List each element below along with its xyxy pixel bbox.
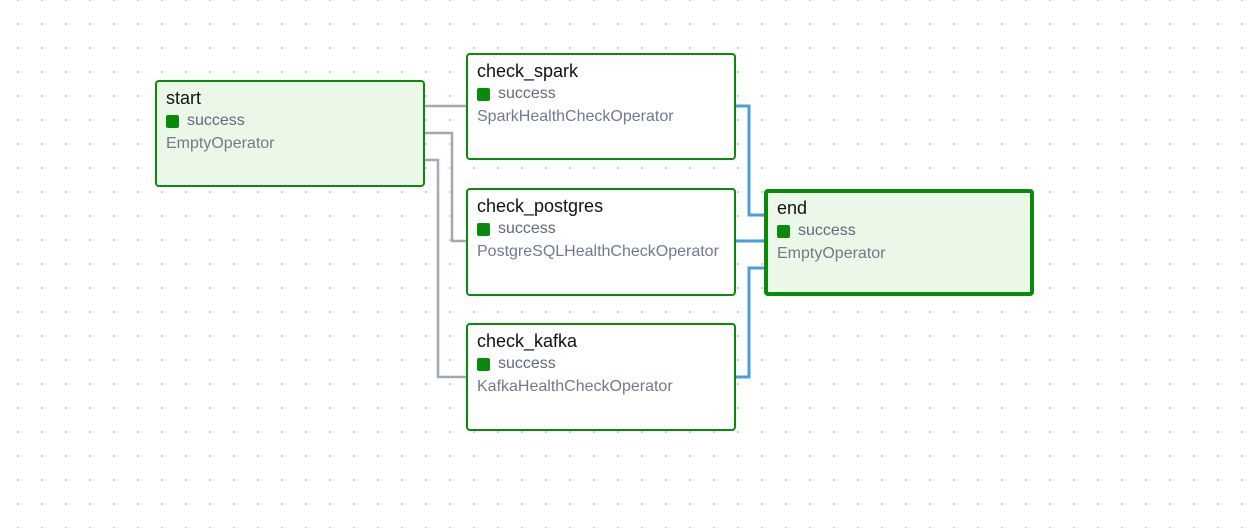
state-square-icon [777, 224, 790, 238]
edge-check-kafka-end [735, 266, 766, 379]
task-node-check-spark[interactable]: check_spark success SparkHealthCheckOper… [466, 53, 736, 160]
state-square-icon [477, 222, 490, 236]
task-state-label: success [498, 85, 556, 102]
state-square-icon [477, 87, 490, 101]
edge-start-check-kafka [424, 158, 467, 379]
task-node-end[interactable]: end success EmptyOperator [764, 189, 1034, 296]
task-state: success [166, 110, 414, 132]
task-node-check-postgres[interactable]: check_postgres success PostgreSQLHealthC… [466, 188, 736, 296]
task-state: success [777, 220, 1021, 242]
task-state: success [477, 218, 725, 240]
task-title: check_spark [477, 61, 579, 81]
task-state-label: success [187, 112, 245, 129]
state-square-icon [477, 357, 490, 371]
task-title: check_postgres [477, 196, 604, 216]
task-state: success [477, 83, 725, 105]
task-operator: SparkHealthCheckOperator [477, 108, 674, 125]
task-title: check_kafka [477, 331, 578, 351]
task-operator: EmptyOperator [166, 135, 275, 152]
task-state-label: success [798, 222, 856, 239]
task-state-label: success [498, 220, 556, 237]
task-operator: EmptyOperator [777, 245, 886, 262]
task-state: success [477, 353, 725, 375]
task-title: end [777, 198, 808, 218]
task-state-label: success [498, 355, 556, 372]
task-operator: PostgreSQLHealthCheckOperator [477, 243, 719, 260]
task-node-check-kafka[interactable]: check_kafka success KafkaHealthCheckOper… [466, 323, 736, 431]
task-title: start [166, 88, 202, 108]
edge-check-spark-end [735, 104, 766, 217]
task-operator: KafkaHealthCheckOperator [477, 378, 673, 395]
state-square-icon [166, 114, 179, 128]
task-node-start[interactable]: start success EmptyOperator [155, 80, 425, 187]
edge-start-check-postgres [424, 131, 467, 243]
